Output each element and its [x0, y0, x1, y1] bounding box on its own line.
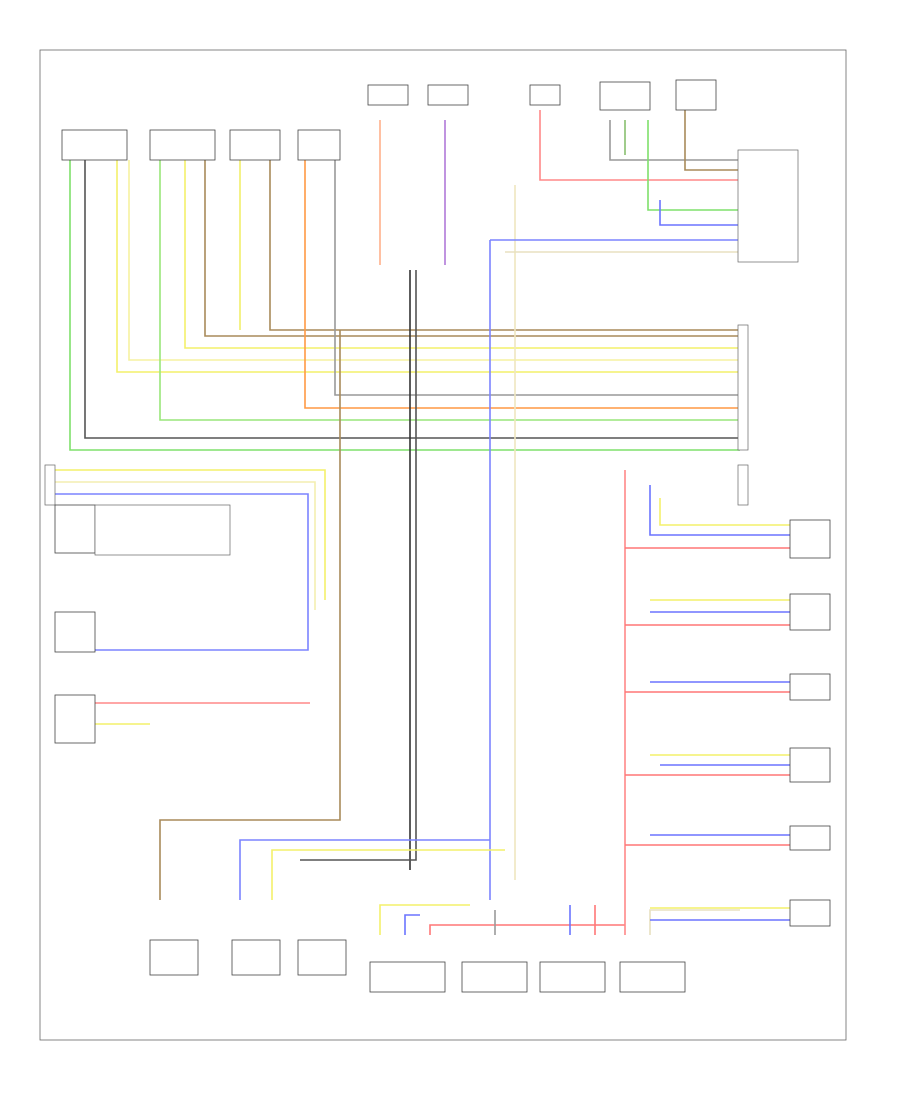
- top-relay-8: [599, 81, 651, 111]
- top-components: [61, 79, 717, 161]
- control-module-connector-top: [737, 149, 799, 263]
- right-switch-2: [789, 593, 831, 631]
- bottom-components: [149, 939, 686, 993]
- diagram-frame: [39, 49, 847, 1041]
- wire-left-yellow-3: [271, 849, 505, 900]
- control-module-connector-mid: [737, 324, 749, 451]
- wire-green-4: [647, 120, 740, 211]
- right-switch-1: [789, 519, 831, 559]
- bottom-sensor-1: [149, 939, 199, 976]
- wire-bottom-yellow: [379, 904, 470, 935]
- wire-orange-1: [304, 160, 740, 409]
- bottom-switch-1: [369, 961, 446, 993]
- wire-yellow-3: [184, 160, 740, 349]
- top-switch-5: [367, 84, 409, 106]
- bottom-sensor-2: [231, 939, 281, 976]
- bottom-sensor-3: [297, 939, 347, 976]
- wire-brown-2: [269, 160, 740, 331]
- left-sensor-1: [54, 504, 96, 554]
- right-switch-4: [789, 747, 831, 783]
- wire-yellow-1: [116, 160, 740, 373]
- bottom-switch-3: [539, 961, 606, 993]
- bottom-switch-2: [461, 961, 528, 993]
- wire-left-brown: [159, 330, 341, 900]
- right-switch-3: [789, 673, 831, 701]
- wire-black-1: [84, 160, 740, 439]
- bottom-switch-4: [619, 961, 686, 993]
- wire-green-1: [69, 160, 740, 451]
- wire-layer: [55, 100, 790, 935]
- right-connectors: [737, 149, 831, 927]
- wire-pink-2: [539, 110, 740, 181]
- top-module-9: [675, 79, 717, 111]
- left-ground-1: [94, 504, 231, 556]
- wire-blue-2: [659, 200, 740, 226]
- wire-brown-3: [684, 100, 740, 171]
- right-switch-5: [789, 825, 831, 851]
- left-sensor-3: [54, 694, 96, 744]
- wire-green-2: [159, 160, 740, 421]
- wire-gray-2: [609, 120, 740, 161]
- right-switch-6: [789, 899, 831, 927]
- top-sensor-4: [297, 129, 341, 161]
- wire-brown-1: [204, 160, 740, 337]
- wire-right-blue-1: [649, 485, 790, 536]
- wire-bottom-blue: [404, 914, 420, 935]
- wire-yellow-2: [128, 160, 740, 361]
- wire-left-blue: [55, 493, 309, 651]
- left-connector: [44, 464, 56, 506]
- control-module-connector-low: [737, 464, 749, 506]
- wire-bottom-pale: [649, 909, 740, 935]
- top-switch-6: [427, 84, 469, 106]
- wire-left-pale: [55, 481, 316, 610]
- wire-left-blue-2: [239, 839, 490, 900]
- left-components: [44, 464, 231, 744]
- left-sensor-2: [54, 611, 96, 653]
- top-sensor-3: [229, 129, 281, 161]
- wire-left-yellow: [55, 469, 326, 600]
- wire-gray-1: [334, 160, 740, 396]
- top-sensor-2: [149, 129, 216, 161]
- top-relay-7: [529, 84, 561, 106]
- wire-black-main-2: [300, 270, 417, 861]
- wire-bottom-red: [429, 924, 625, 935]
- top-sensor-1: [61, 129, 128, 161]
- wire-right-yellow-1: [659, 498, 790, 526]
